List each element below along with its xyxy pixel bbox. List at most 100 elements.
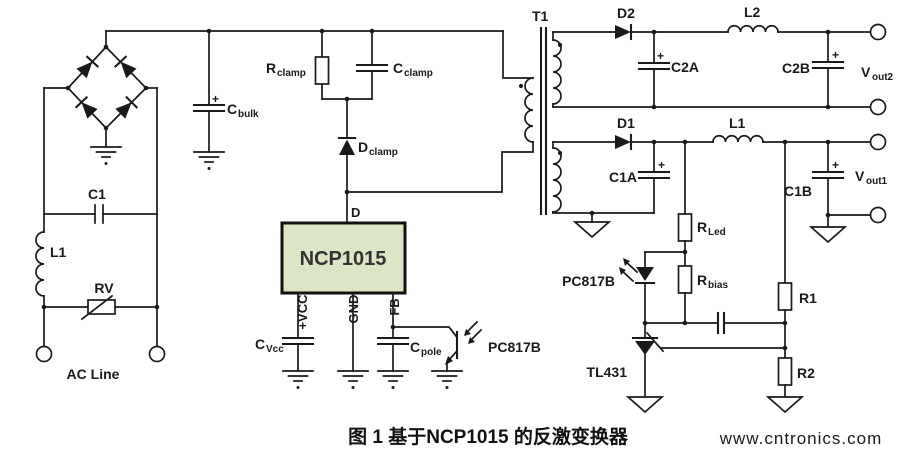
c2b-label: C2B — [782, 60, 810, 76]
c2b-plus: + — [832, 48, 839, 62]
ground-symbol — [377, 370, 409, 390]
ic-name: NCP1015 — [300, 248, 387, 270]
pin-fb-label: FB — [387, 298, 402, 315]
rbias-label: R — [697, 272, 707, 288]
r1-label: R1 — [799, 290, 817, 306]
ground-triangle — [810, 226, 846, 243]
c2a-label: C2A — [671, 59, 699, 75]
primary-phase-dot — [518, 83, 524, 89]
c1-capacitor — [43, 204, 158, 224]
vout2-terminal-neg — [869, 98, 887, 116]
rbias-label-sub: bias — [708, 280, 728, 291]
tl431-regulator — [627, 331, 788, 413]
cpole-label: C — [410, 339, 420, 355]
transformer-t1: T1 — [518, 8, 563, 216]
dclamp-diode — [337, 136, 357, 193]
primary-routing — [344, 30, 534, 195]
ncp1015-ic: NCP1015 D +VCC GND FB — [280, 191, 407, 330]
watermark: www.cntronics.com — [719, 429, 882, 448]
c1a-plus: + — [658, 158, 665, 172]
bridge-rectifier — [43, 30, 158, 166]
vout1-terminal-neg — [869, 206, 887, 224]
d2-label: D2 — [617, 5, 635, 21]
cpole-capacitor: C pole — [376, 292, 442, 390]
c1-label: C1 — [88, 186, 106, 202]
cvcc-capacitor: C Vcc — [255, 292, 315, 390]
ic-body — [280, 221, 407, 295]
rv-varistor — [41, 294, 160, 321]
ground-symbol — [90, 146, 122, 166]
vout1-label-sub: out1 — [866, 176, 888, 187]
rv-label: RV — [94, 280, 114, 296]
rclamp-resistor — [314, 56, 330, 85]
l2-inductor — [727, 24, 779, 33]
l1-emi-label: L1 — [50, 244, 67, 260]
t1-label: T1 — [532, 8, 549, 24]
primary-winding — [524, 77, 534, 143]
l1-emi-inductor — [35, 231, 45, 297]
ground-symbol — [282, 370, 314, 390]
vout2-label-sub: out2 — [872, 72, 894, 83]
vout2-terminal-pos — [869, 23, 887, 41]
secondary-winding-2 — [552, 39, 562, 105]
r2-resistor — [777, 357, 793, 386]
c1b-label: C1B — [784, 183, 812, 199]
cvcc-label-sub: Vcc — [266, 344, 284, 355]
feedback-network: PC817B TL431 — [562, 141, 817, 413]
pin-d-label: D — [351, 205, 360, 220]
cbulk-capacitor: + C bulk — [192, 28, 259, 171]
figure-caption: 图 1 基于NCP1015 的反激变换器 — [348, 425, 629, 448]
vout1-terminal-pos — [869, 133, 887, 151]
secondary-winding-1 — [552, 147, 562, 213]
c1b-capacitor: + C1B — [784, 141, 845, 216]
pc817b-led-label: PC817B — [562, 273, 615, 289]
rclamp-label-sub: clamp — [277, 68, 306, 79]
cbulk-plus: + — [212, 92, 219, 106]
r2-label: R2 — [797, 365, 815, 381]
cclamp-label-sub: clamp — [404, 68, 433, 79]
cclamp-label: C — [393, 60, 403, 76]
compensation-capacitor — [642, 311, 788, 335]
ground-symbol — [431, 370, 463, 390]
rled-label: R — [697, 219, 707, 235]
secondary2-phase-dot — [557, 42, 563, 48]
ground-symbol — [337, 370, 369, 390]
ac-line-label: AC Line — [67, 366, 120, 382]
pc817b-phototransistor: PC817B — [392, 320, 541, 390]
ground-symbol — [193, 151, 225, 171]
pc817b-led — [619, 251, 656, 339]
pc817b-fb-label: PC817B — [488, 339, 541, 355]
ac-terminal-right — [148, 345, 166, 363]
ground-triangle — [574, 221, 610, 238]
rled-label-sub: Led — [708, 227, 726, 238]
clamp-network: R clamp C clamp D clamp — [266, 28, 433, 193]
cvcc-label: C — [255, 336, 265, 352]
ground-triangle — [627, 396, 663, 413]
cbulk-label: C — [227, 101, 237, 117]
c2b-capacitor: + C2B — [782, 31, 845, 108]
dclamp-label: D — [358, 139, 368, 155]
rclamp-label: R — [266, 60, 276, 76]
c1b-plus: + — [832, 158, 839, 172]
ground-triangle — [767, 396, 803, 413]
c2a-plus: + — [657, 49, 664, 63]
l2-label: L2 — [744, 4, 761, 20]
c1a-label: C1A — [609, 169, 637, 185]
d1-diode — [615, 133, 633, 151]
cbulk-label-sub: bulk — [238, 109, 259, 120]
vout1-label: V — [855, 168, 865, 184]
l1-out-inductor — [712, 134, 764, 143]
secondary1-phase-dot — [557, 150, 563, 156]
output1-rail: + C1A + C1B D1 L1 V out1 — [552, 115, 888, 243]
rled-resistor — [677, 213, 693, 242]
output2-rail: + C2A + C2B D2 L2 V out2 — [552, 4, 894, 116]
dclamp-label-sub: clamp — [369, 147, 398, 158]
c2a-capacitor: + C2A — [637, 31, 699, 108]
vout2-label: V — [861, 64, 871, 80]
gnd-pin-wire — [337, 292, 369, 390]
rbias-resistor — [677, 265, 693, 294]
d1-label: D1 — [617, 115, 635, 131]
l1-out-label: L1 — [729, 115, 746, 131]
